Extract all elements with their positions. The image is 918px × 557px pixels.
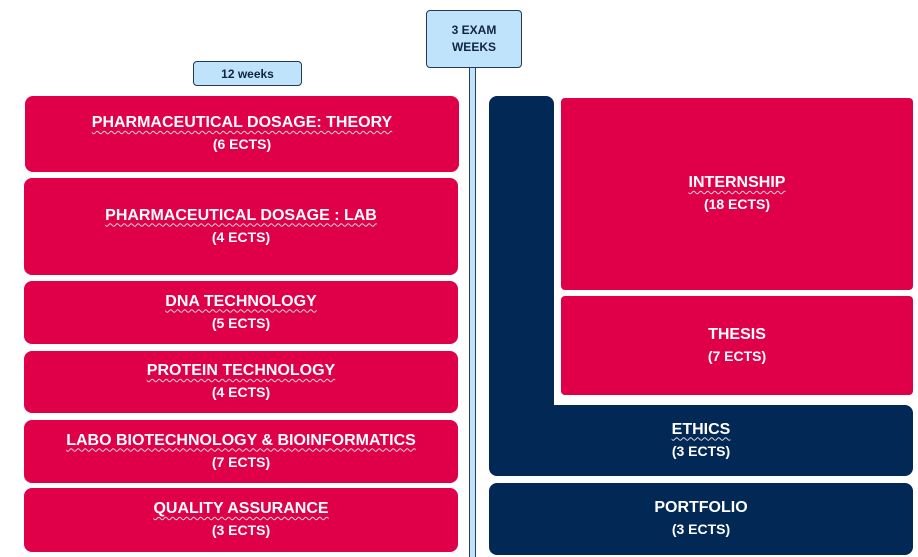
course-ects: (3 ECTS) xyxy=(671,521,731,537)
exam-timeline-bar xyxy=(469,66,476,557)
course-title: PHARMACEUTICAL DOSAGE: THEORY xyxy=(91,114,393,131)
course-pharmaceutical-dosage-lab: PHARMACEUTICAL DOSAGE : LAB (4 ECTS) xyxy=(24,178,458,275)
course-ects: (7 ECTS) xyxy=(211,453,271,470)
course-thesis: THESIS (7 ECTS) xyxy=(561,296,913,395)
course-title: ETHICS xyxy=(671,420,731,438)
course-dna-technology: DNA TECHNOLOGY (5 ECTS) xyxy=(24,281,458,344)
course-title: QUALITY ASSURANCE xyxy=(153,500,329,517)
exam-weeks-callout: 3 EXAM WEEKS xyxy=(426,10,522,68)
course-ects: (7 ECTS) xyxy=(707,347,767,364)
course-title: INTERNSHIP xyxy=(688,174,786,191)
twelve-weeks-label: 12 weeks xyxy=(221,66,274,81)
exam-weeks-line2: WEEKS xyxy=(451,40,496,54)
course-ects: (4 ECTS) xyxy=(211,384,271,400)
course-ects: (18 ECTS) xyxy=(703,196,771,212)
course-title: LABO BIOTECHNOLOGY & BIOINFORMATICS xyxy=(66,431,416,449)
course-ethics: ETHICS (3 ECTS) xyxy=(489,405,913,476)
course-protein-technology: PROTEIN TECHNOLOGY (4 ECTS) xyxy=(24,351,458,413)
course-portfolio: PORTFOLIO (3 ECTS) xyxy=(489,483,913,555)
course-ects: (6 ECTS) xyxy=(212,136,272,152)
course-ects: (5 ECTS) xyxy=(211,314,271,331)
course-title: PORTFOLIO xyxy=(654,499,748,516)
course-title: THESIS xyxy=(708,325,766,343)
course-title: DNA TECHNOLOGY xyxy=(165,292,317,310)
course-title: PROTEIN TECHNOLOGY xyxy=(146,362,336,379)
twelve-weeks-callout: 12 weeks xyxy=(193,61,302,86)
course-pharmaceutical-dosage-theory: PHARMACEUTICAL DOSAGE: THEORY (6 ECTS) xyxy=(25,96,459,172)
course-ects: (4 ECTS) xyxy=(211,228,271,245)
course-internship: INTERNSHIP (18 ECTS) xyxy=(561,98,913,290)
exam-weeks-line1: 3 EXAM xyxy=(451,23,497,37)
course-ects: (3 ECTS) xyxy=(671,442,731,459)
course-quality-assurance: QUALITY ASSURANCE (3 ECTS) xyxy=(24,488,458,552)
course-title: PHARMACEUTICAL DOSAGE : LAB xyxy=(105,206,377,224)
course-ects: (3 ECTS) xyxy=(211,522,271,538)
ethics-l-shape-vertical xyxy=(489,96,554,416)
course-labo-biotechnology-bioinformatics: LABO BIOTECHNOLOGY & BIOINFORMATICS (7 E… xyxy=(24,420,458,483)
